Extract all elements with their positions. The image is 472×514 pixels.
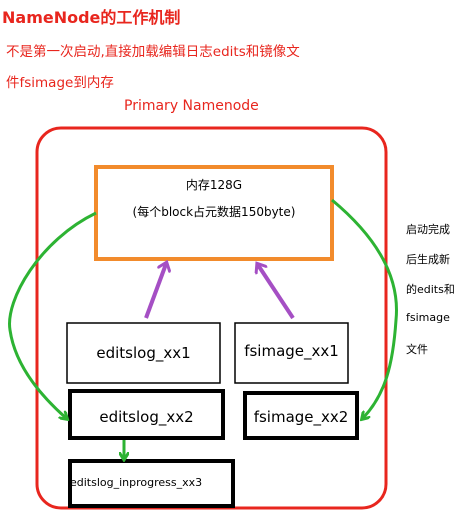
fsimage-xx1-box bbox=[234, 322, 349, 384]
fsimage-xx2-box bbox=[243, 391, 359, 440]
editslog-xx2-box bbox=[68, 389, 225, 440]
primary-namenode-label: Primary Namenode bbox=[124, 98, 259, 114]
side-note-line-2: 后生成新 bbox=[406, 253, 450, 266]
editslog-xx1-box bbox=[66, 322, 221, 384]
description-line-2: 件fsimage到内存 bbox=[6, 75, 114, 91]
memory-block-note: (每个block占元数据150byte) bbox=[132, 205, 296, 219]
description-line-1: 不是第一次启动,直接加载编辑日志edits和镜像文 bbox=[6, 44, 300, 60]
side-note-line-1: 启动完成 bbox=[406, 223, 450, 236]
load-editslog-arrow bbox=[144, 264, 166, 319]
side-note-line-3: 的edits和 bbox=[406, 283, 455, 296]
memory-size-label: 内存128G bbox=[185, 178, 243, 192]
editslog-xx1-label: editslog_xx1 bbox=[96, 344, 191, 362]
generate-fsimage-arrow bbox=[331, 198, 398, 418]
diagram-title: NameNode的工作机制 bbox=[2, 8, 181, 27]
load-fsimage-arrow bbox=[258, 265, 295, 320]
side-note-line-4: fsimage bbox=[406, 311, 450, 324]
side-note-line-5: 文件 bbox=[406, 343, 428, 356]
editslog-inprogress-label: editslog_inprogress_xx3 bbox=[70, 476, 203, 489]
fsimage-xx1-label: fsimage_xx1 bbox=[244, 342, 339, 360]
fsimage-xx2-label: fsimage_xx2 bbox=[253, 408, 349, 426]
editslog-inprogress-box bbox=[68, 459, 235, 508]
generate-edits-arrow bbox=[8, 211, 97, 418]
editslog-xx2-label: editslog_xx2 bbox=[99, 408, 194, 426]
